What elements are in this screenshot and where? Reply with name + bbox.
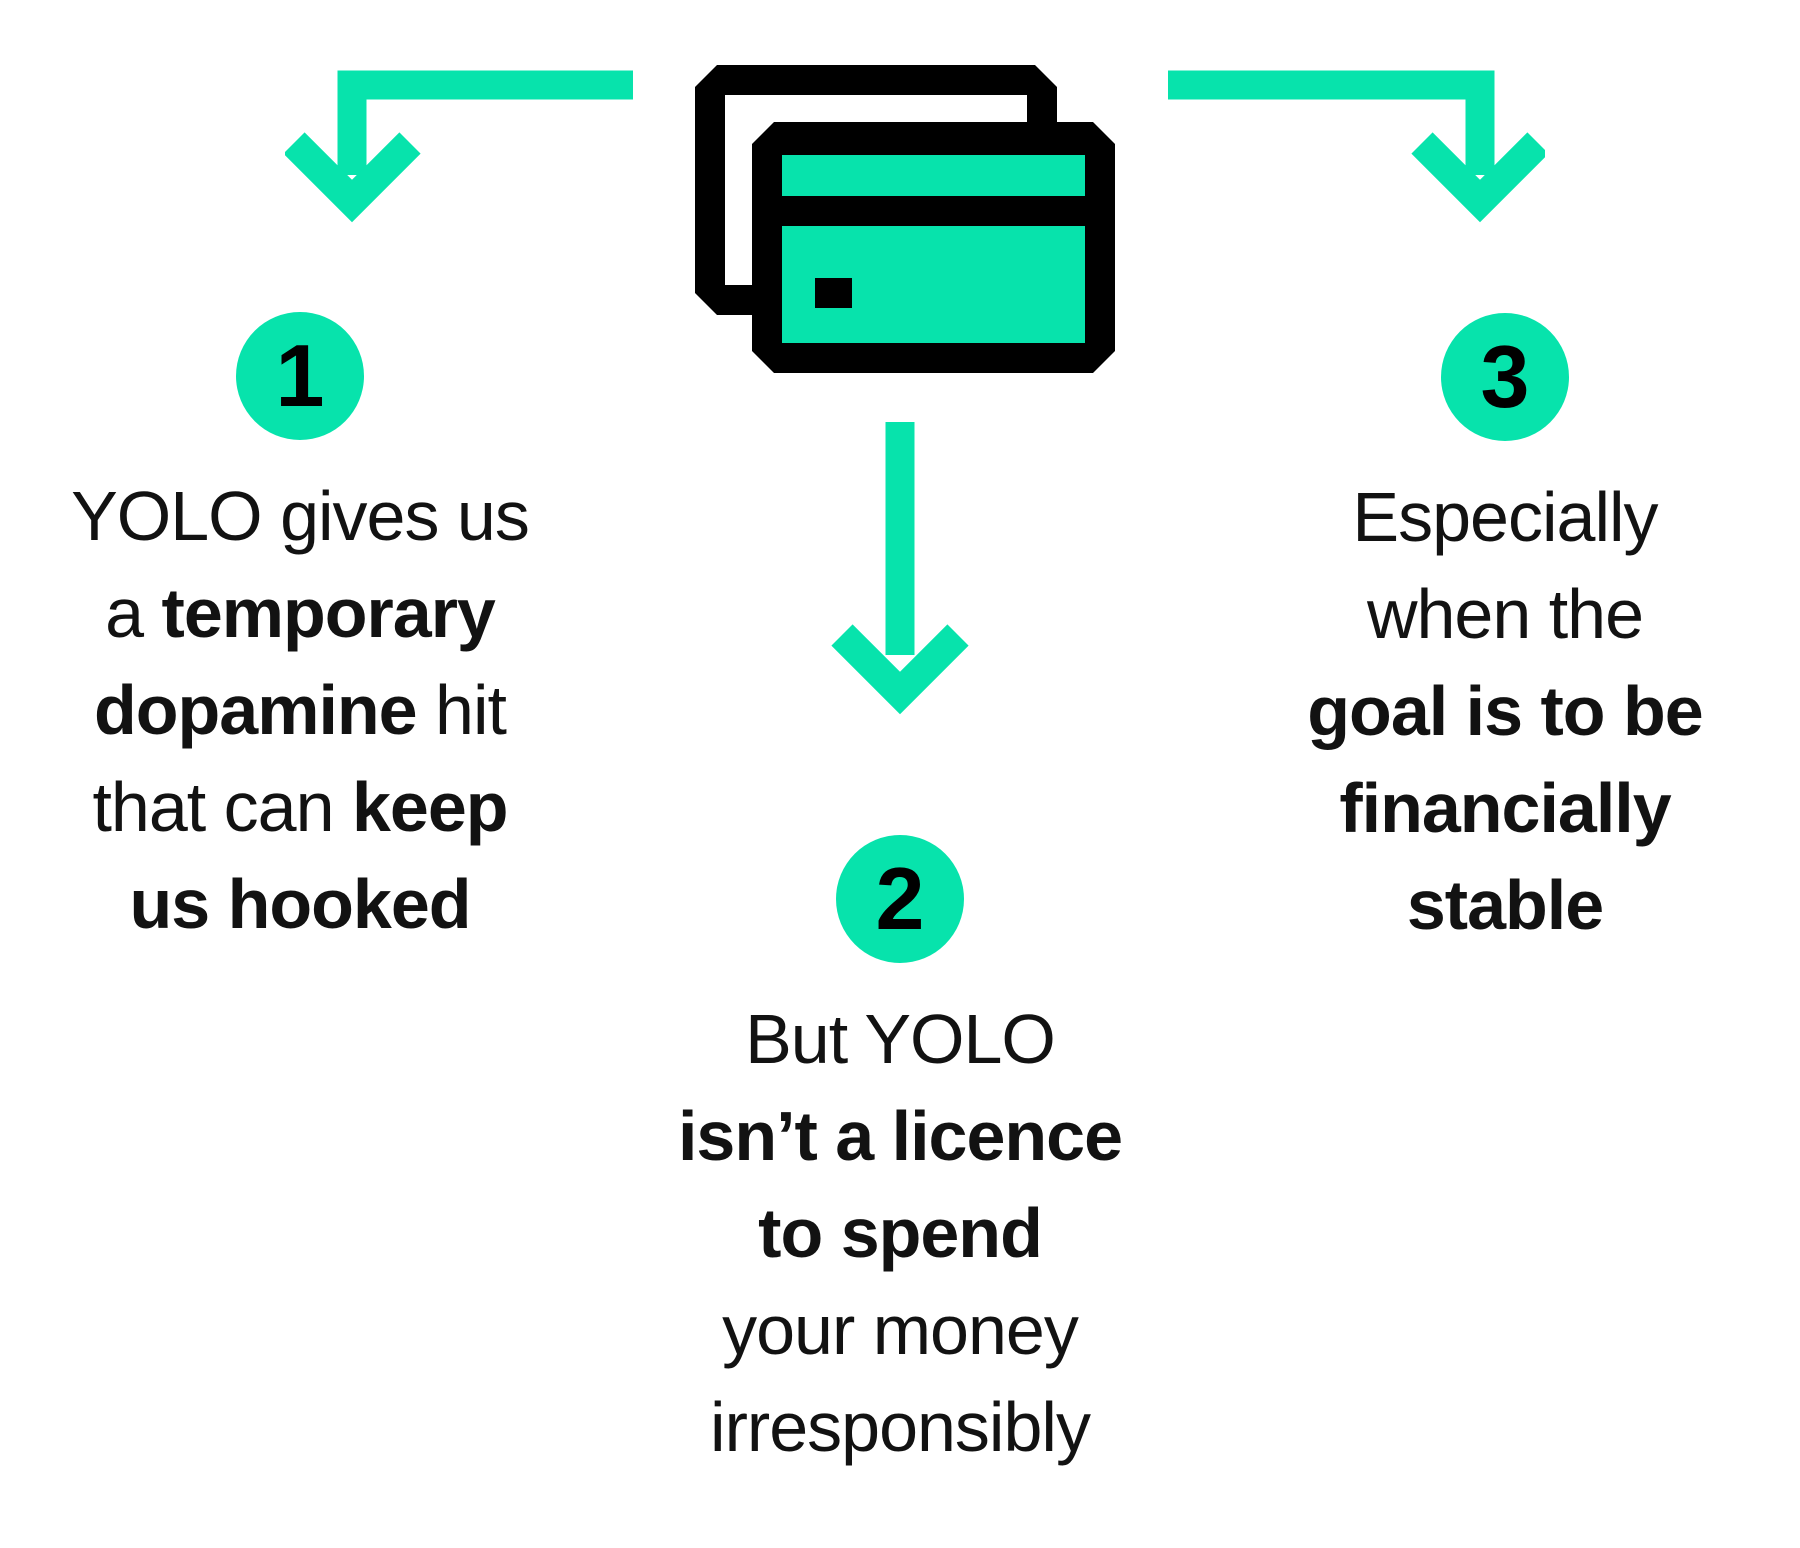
- text-segment: hit: [416, 671, 507, 749]
- text-line: goal is to be: [1210, 663, 1800, 760]
- text-segment: a: [105, 574, 162, 652]
- text-segment: irresponsibly: [710, 1388, 1091, 1466]
- text-bold-segment: us hooked: [129, 865, 471, 943]
- elbow-arrow-down-left-icon: [285, 70, 633, 223]
- text-line: YOLO gives us: [10, 468, 590, 565]
- elbow-arrow-down-right-icon: [1168, 70, 1545, 223]
- text-line: irresponsibly: [610, 1379, 1190, 1476]
- text-line: that can keep: [10, 759, 590, 856]
- text-line: stable: [1210, 857, 1800, 954]
- step-1-number-badge: 1: [236, 312, 364, 440]
- text-bold-segment: to spend: [758, 1194, 1043, 1272]
- text-line: financially: [1210, 760, 1800, 857]
- text-line: isn’t a licence: [610, 1088, 1190, 1185]
- text-bold-segment: stable: [1406, 866, 1604, 944]
- text-line: dopamine hit: [10, 662, 590, 759]
- text-segment: when the: [1366, 575, 1644, 653]
- arrow-down-icon: [831, 422, 969, 715]
- text-line: a temporary: [10, 565, 590, 662]
- text-line: your money: [610, 1282, 1190, 1379]
- step-3-section: 3 Especially when the goal is to be financi…: [1210, 313, 1800, 954]
- step-2-number-badge: 2: [836, 835, 964, 963]
- credit-cards-icon: [695, 65, 1115, 373]
- text-line: But YOLO: [610, 991, 1190, 1088]
- text-bold-segment: isn’t a licence: [677, 1097, 1123, 1175]
- text-bold-segment: temporary: [161, 574, 496, 652]
- text-segment: But YOLO: [745, 1000, 1056, 1078]
- text-bold-segment: goal is to be: [1307, 672, 1703, 750]
- text-segment: that can: [92, 768, 352, 846]
- text-segment: your money: [722, 1291, 1079, 1369]
- text-line: when the: [1210, 566, 1800, 663]
- text-bold-segment: dopamine: [94, 671, 418, 749]
- text-segment: Especially: [1352, 478, 1658, 556]
- text-line: us hooked: [10, 856, 590, 953]
- step-3-number-badge: 3: [1441, 313, 1569, 441]
- text-bold-segment: keep: [351, 768, 509, 846]
- text-line: to spend: [610, 1185, 1190, 1282]
- step-2-text: But YOLO isn’t a licence to spend your mone…: [610, 991, 1190, 1476]
- step-2-section: 2 But YOLO isn’t a licence to spend your mo…: [610, 835, 1190, 1476]
- step-3-text: Especially when the goal is to be financial…: [1210, 469, 1800, 954]
- text-bold-segment: financially: [1339, 769, 1671, 847]
- text-segment: YOLO gives us: [71, 477, 530, 555]
- text-line: Especially: [1210, 469, 1800, 566]
